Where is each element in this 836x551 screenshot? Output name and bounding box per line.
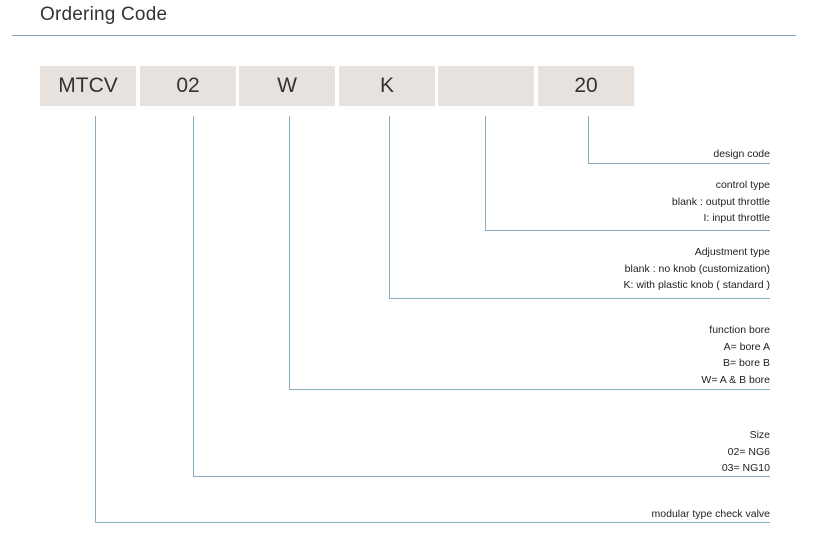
code-box-series: MTCV <box>40 66 136 106</box>
leader-modular-horizontal <box>95 522 770 523</box>
desc-control-type-i: I: input throttle <box>703 212 770 224</box>
desc-size-title: Size <box>749 429 770 441</box>
leader-bore-horizontal <box>289 389 770 390</box>
code-box-function-bore: W <box>239 66 335 106</box>
desc-design-code-title: design code <box>713 148 770 160</box>
desc-adjustment-type: Adjustment type blank : no knob (customi… <box>624 244 770 294</box>
leader-design-horizontal <box>588 163 770 164</box>
leader-adjustment-horizontal <box>389 298 770 299</box>
desc-modular: modular type check valve <box>652 506 770 523</box>
leader-size-vertical <box>193 116 194 476</box>
desc-size-02: 02= NG6 <box>727 445 770 458</box>
desc-control-type: control type blank : output throttle I: … <box>672 177 770 227</box>
leader-modular-vertical <box>95 116 96 522</box>
desc-bore-a: A= bore A <box>723 340 770 353</box>
title-divider <box>12 35 796 36</box>
code-box-size: 02 <box>140 66 236 106</box>
desc-control-type-title: control type <box>715 179 770 191</box>
desc-size: Size 02= NG6 03= NG10 <box>722 427 770 477</box>
code-box-design: 20 <box>538 66 634 106</box>
desc-size-03: 03= NG10 <box>721 462 770 474</box>
desc-bore-title: function bore <box>709 324 770 336</box>
desc-adjustment-k: K: with plastic knob ( standard ) <box>623 279 770 291</box>
leader-control-horizontal <box>485 230 770 231</box>
leader-control-vertical <box>485 116 486 230</box>
code-box-adjustment: K <box>339 66 435 106</box>
desc-function-bore: function bore A= bore A B= bore B W= A &… <box>701 322 770 388</box>
leader-design-vertical <box>588 116 589 163</box>
code-box-control <box>438 66 534 106</box>
desc-control-type-blank: blank : output throttle <box>671 195 770 208</box>
desc-adjustment-title: Adjustment type <box>694 246 770 258</box>
leader-adjustment-vertical <box>389 116 390 298</box>
leader-bore-vertical <box>289 116 290 389</box>
page-title: Ordering Code <box>40 4 168 25</box>
leader-size-horizontal <box>193 476 770 477</box>
desc-design-code: design code <box>713 146 770 163</box>
desc-modular-title: modular type check valve <box>651 508 770 520</box>
desc-bore-w: W= A & B bore <box>701 373 770 386</box>
desc-bore-b: B= bore B <box>723 357 770 369</box>
desc-adjustment-blank: blank : no knob (customization) <box>624 262 770 275</box>
